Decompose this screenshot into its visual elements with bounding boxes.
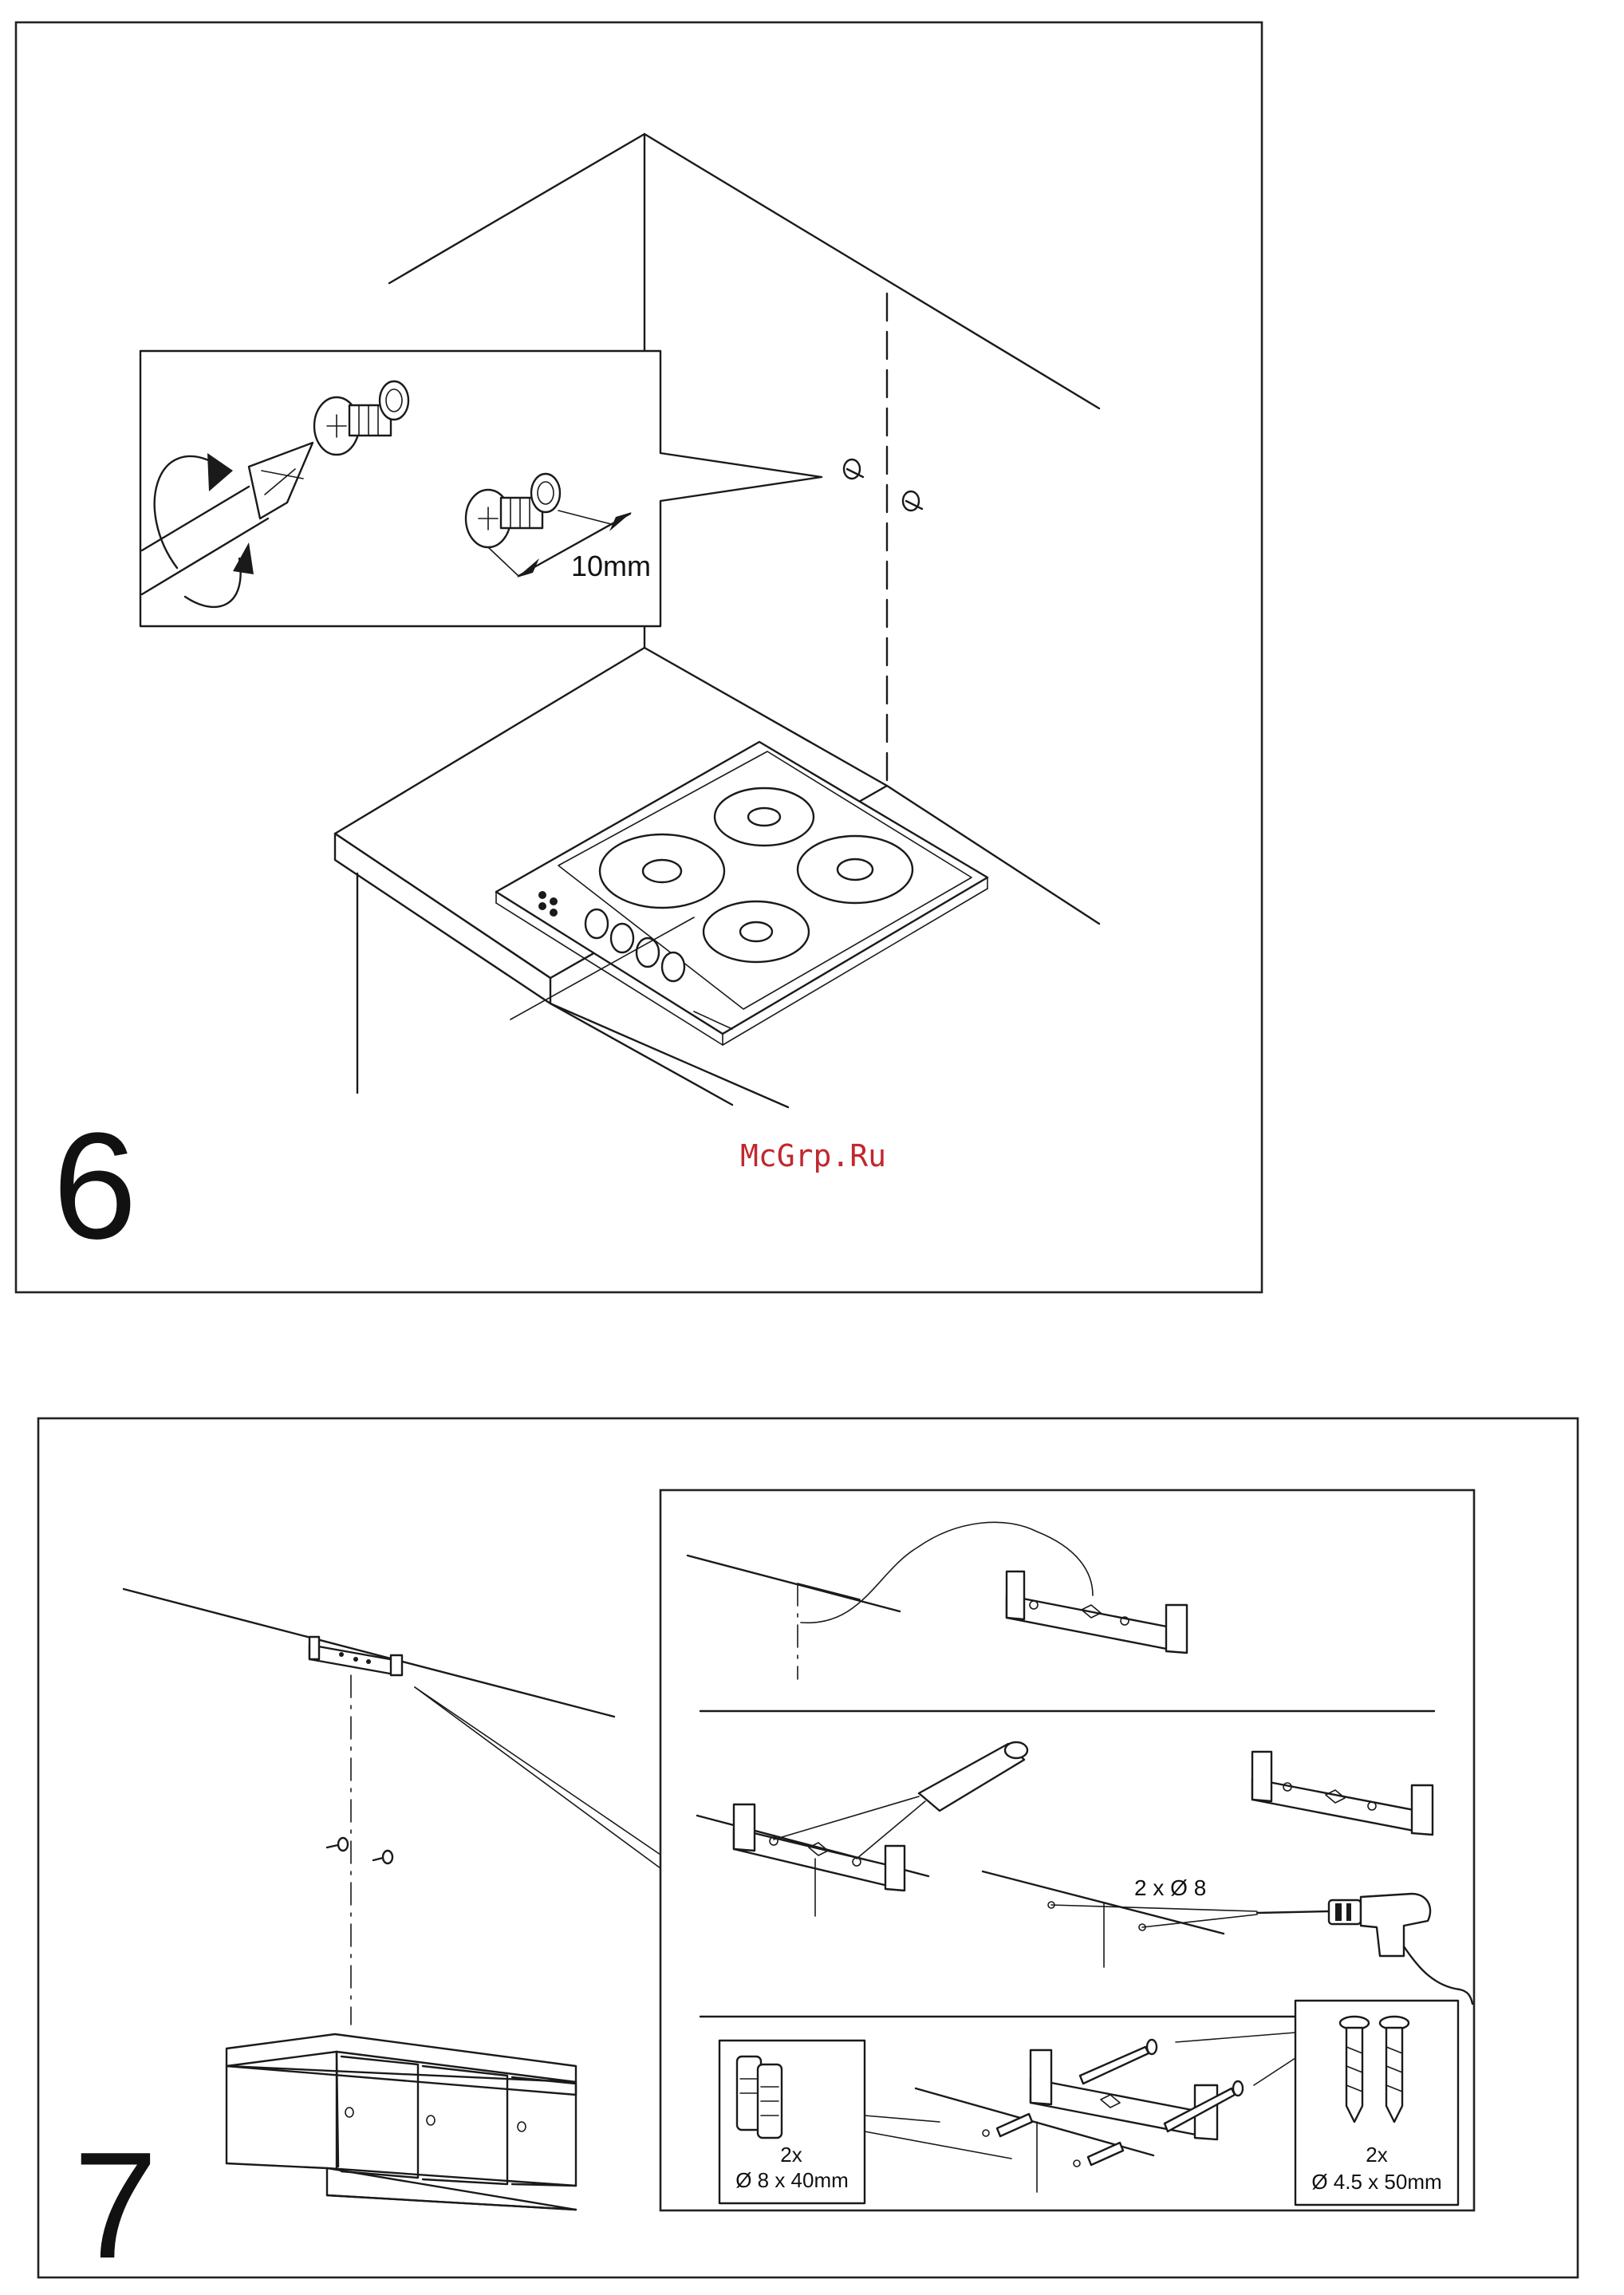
step-6-panel: 10mm 6 McGrp.Ru <box>16 22 1262 1292</box>
substep-place-bracket <box>688 1522 1187 1679</box>
anchors-kit-box: 2x Ø 8 x 40mm <box>719 2041 865 2203</box>
substep-mark-and-drill: 2 x Ø 8 <box>697 1742 1472 2004</box>
wall-overview <box>124 1589 660 2025</box>
anchor-lower-icon <box>1074 2143 1123 2167</box>
screw-detail-callout: 10mm <box>140 351 822 626</box>
screw-upper-icon <box>1080 2040 1157 2084</box>
watermark: McGrp.Ru <box>740 1138 886 1173</box>
anchors-qty: 2x <box>780 2143 802 2167</box>
drill-label: 2 x Ø 8 <box>1134 1875 1206 1900</box>
step-7-number: 7 <box>73 2121 158 2290</box>
wall-cabinet <box>227 2034 576 2210</box>
step-6-number: 6 <box>53 1102 137 1271</box>
dimension-label: 10mm <box>571 550 651 582</box>
screws-qty: 2x <box>1366 2143 1387 2167</box>
burner-left <box>600 834 724 908</box>
anchor-upper-icon <box>983 2114 1032 2136</box>
pencil-icon <box>774 1742 1027 1859</box>
anchors-size: Ø 8 x 40mm <box>735 2168 849 2192</box>
substep-fix-bracket <box>865 2033 1295 2192</box>
wall-screws-7 <box>327 1838 392 1863</box>
wall-plug-icon <box>737 2056 782 2138</box>
burner-back <box>715 788 814 846</box>
drill-icon <box>1257 1894 1472 2004</box>
burner-front <box>704 901 809 962</box>
step-7-panel: 2 x Ø 8 <box>38 1418 1578 2290</box>
screws-size: Ø 4.5 x 50mm <box>1311 2170 1441 2194</box>
burner-right <box>798 836 913 903</box>
screws-kit-box: 2x Ø 4.5 x 50mm <box>1295 2001 1458 2205</box>
wall-screws <box>844 459 922 511</box>
